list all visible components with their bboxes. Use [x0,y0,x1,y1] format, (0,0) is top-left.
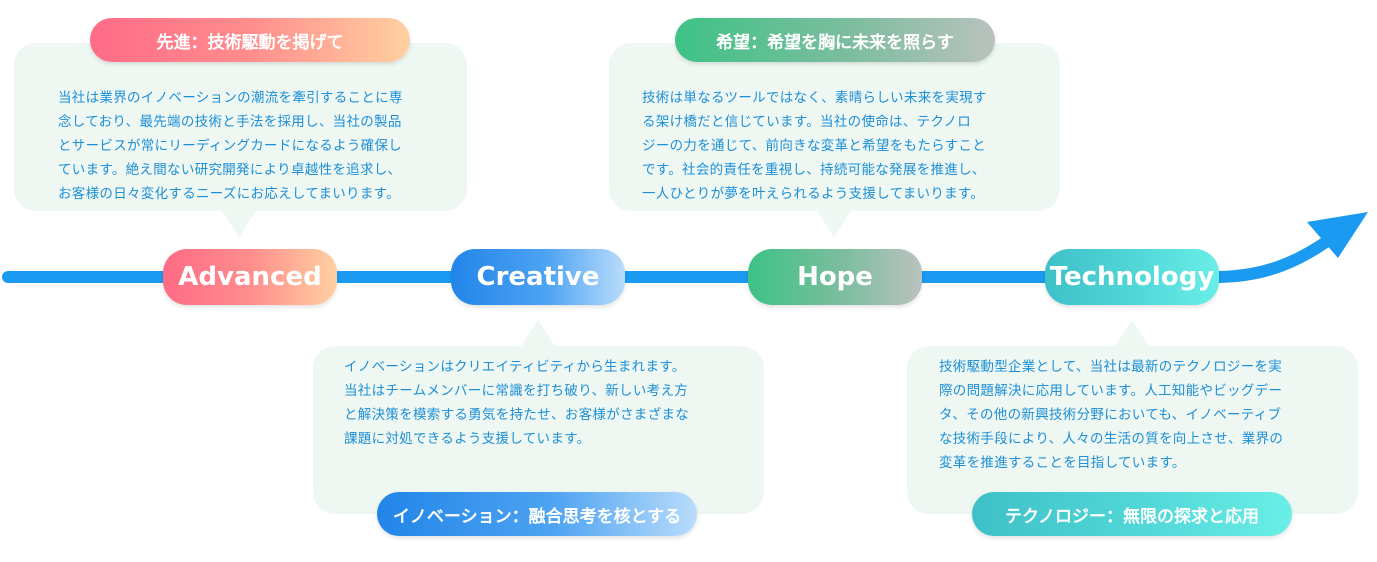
body-line: 課題に対処できるよう支援しています。 [344,431,591,447]
body-line: 当社は業界のイノベーションの潮流を牽引することに専 [58,90,403,106]
callout-hope-body: 技術は単なるツールではなく、素晴らしい未来を実現す る架け橋だと信じています。当… [642,86,1047,206]
node-hope: Hope [748,249,922,305]
callout-advanced-tail [222,211,256,237]
callout-hope-title: 希望：希望を胸に未来を照らす [675,18,995,62]
body-line: と解決策を模索する勇気を持たせ、お客様がさまざまな [344,407,689,423]
body-line: 技術は単なるツールではなく、素晴らしい未来を実現す [642,90,987,106]
callout-creative-box [313,346,764,514]
callout-creative-body: イノベーションはクリエイティビティから生まれます。 当社はチームメンバーに常識を… [344,355,749,451]
callout-technology-title: テクノロジー：無限の探求と応用 [972,492,1292,536]
body-line: タ、その他の新興技術分野においても、イノベーティブ [939,407,1282,423]
node-creative: Creative [451,249,625,305]
body-line: 変革を推進することを目指しています。 [939,455,1186,471]
body-line: な技術手段により、人々の生活の質を向上させ、業界の [939,431,1284,447]
body-line: 念しており、最先端の技術と手法を採用し、当社の製品 [58,114,402,130]
arrow-head-icon [1307,212,1368,258]
callout-advanced-box [14,43,467,211]
body-line: お客様の日々変化するニーズにお応えしてまいります。 [58,186,400,202]
callout-advanced-title: 先進：技術駆動を掲げて [90,18,410,62]
body-line: 際の問題解決に応用しています。人工知能やビッグデー [939,383,1283,399]
body-line: 一人ひとりが夢を叶えられるよう支援してまいります。 [642,186,985,202]
callout-hope-box [609,43,1060,211]
body-line: です。社会的責任を重視し、持続可能な発展を推進し、 [642,162,986,178]
callout-technology-tail [1115,320,1149,346]
body-line: とサービスが常にリーディングカードになるよう確保し [58,138,403,154]
callout-hope-tail [817,211,851,237]
body-line: イノベーションはクリエイティビティから生まれます。 [344,359,686,375]
callout-creative-tail [521,320,555,346]
callout-advanced-body: 当社は業界のイノベーションの潮流を牽引することに専 念しており、最先端の技術と手… [58,86,458,206]
body-line: 当社はチームメンバーに常識を打ち破り、新しい考え方 [344,383,689,399]
node-advanced: Advanced [163,249,337,305]
node-technology: Technology [1045,249,1219,305]
body-line: 技術駆動型企業として、当社は最新のテクノロジーを実 [939,359,1283,375]
body-line: ジーの力を通じて、前向きな変革と希望をもたらすこと [642,138,987,154]
body-line: ています。絶え間ない研究開発により卓越性を追求し、 [58,162,402,178]
body-line: る架け橋だと信じています。当社の使命は、テクノロ [642,114,972,130]
callout-creative-title: イノベーション：融合思考を核とする [377,492,697,536]
callout-technology-body: 技術駆動型企業として、当社は最新のテクノロジーを実 際の問題解決に応用しています… [939,355,1344,475]
callout-technology-box [907,346,1358,514]
